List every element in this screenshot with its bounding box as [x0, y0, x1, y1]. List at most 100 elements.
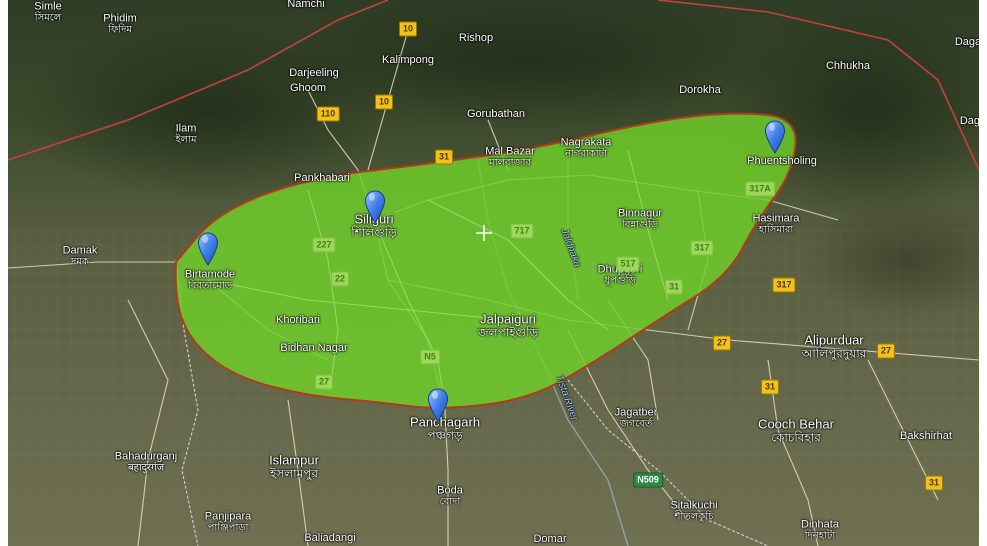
place-name: Ilam [175, 122, 197, 135]
road-shield-r22: 22 [330, 271, 350, 287]
place-native-name: ইসলামপুর [269, 466, 319, 481]
place-name: Birtamode [184, 268, 236, 281]
road-shield-r227: 227 [312, 237, 336, 253]
satellite-base-map [8, 0, 979, 546]
place-native-name: বোদা [439, 496, 461, 508]
place-native-name: শীতলকুচি [674, 511, 714, 523]
place-label-domar: Domar [533, 533, 566, 545]
road-shield-r27c: 27 [314, 374, 334, 390]
place-label-chhukha: Chhukha [826, 60, 870, 72]
place-label-gorubathan: Gorubathan [467, 108, 525, 120]
place-native-name: ইলাম [175, 134, 197, 146]
hill-shading [268, 0, 788, 130]
place-label-baliadangi: Baliadangi [304, 532, 355, 544]
place-label-daga2: Daga [960, 115, 979, 127]
place-native-name: পাঞ্জিপাড়া [207, 522, 249, 534]
place-name: Cooch Behar [758, 416, 834, 432]
place-native-name: নাগরাকাটা [564, 148, 608, 160]
place-name: Baliadangi [304, 532, 356, 544]
place-native-name: আলিপুরদুয়ার [801, 346, 867, 361]
place-native-name: মালবাজার [489, 157, 531, 169]
place-label-kalimpong: Kalimpong [382, 54, 434, 66]
place-native-name: শিলিগুড়ি [351, 225, 397, 240]
place-label-daga1: Daga [955, 36, 979, 48]
place-name: Bakshirhat [900, 430, 952, 442]
place-name: Panchagarh [409, 414, 481, 430]
place-name: Nagrakata [560, 136, 612, 149]
place-label-namchi: Namchi [287, 0, 324, 10]
place-label-ghoom: Ghoom [290, 82, 326, 94]
place-label-bakshirhat: Bakshirhat [900, 430, 952, 442]
place-name: Chhukha [825, 60, 871, 72]
map-pin-icon-birtamode[interactable] [197, 232, 219, 266]
map-pin-icon-phuentsholing[interactable] [764, 120, 786, 154]
place-label-dorokha: Dorokha [679, 84, 721, 96]
map-pin-icon-siliguri[interactable] [364, 190, 386, 224]
place-name: Rishop [458, 32, 494, 44]
road-shield-r317a: 317A [745, 181, 775, 197]
country-border [657, 0, 979, 171]
place-name: Pankhabari [294, 172, 350, 184]
road-shield-r10b: 10 [374, 94, 394, 110]
road-shield-r517: 517 [616, 256, 640, 272]
road-shield-r31b: 31 [664, 279, 684, 295]
hill-shading [798, 200, 979, 320]
place-name: Khoribari [275, 314, 321, 326]
road-shield-r31d: 31 [924, 475, 944, 491]
road-shield-r27a: 27 [712, 335, 732, 351]
crosshair-icon [476, 225, 492, 241]
place-name: Daga [954, 36, 979, 48]
place-name: Mal Bazar [485, 145, 535, 158]
place-name: Kalimpong [382, 54, 434, 66]
road-shield-r110: 110 [316, 106, 340, 122]
place-name: Damak [62, 244, 98, 257]
region-road-overlay [207, 149, 669, 411]
place-name: Alipurduar [804, 332, 864, 348]
place-native-name: দিনহাটা [804, 530, 836, 542]
place-name: Namchi [287, 0, 325, 10]
road-shield-r27b: 27 [876, 343, 896, 359]
place-name: Phidim [103, 12, 137, 25]
place-native-name: হাসিমারা [758, 224, 794, 236]
place-name: Bidhan Nagar [280, 342, 348, 354]
road-shield-r10a: 10 [398, 21, 418, 37]
country-border [8, 0, 389, 161]
place-native-name: দমক [71, 256, 89, 268]
place-name: Gorubathan [466, 108, 526, 120]
place-native-name: জগবের্ত [619, 418, 653, 430]
place-label-rishop: Rishop [459, 32, 493, 44]
place-name: Sitalkuchi [670, 499, 718, 512]
road-shield-rn509: N509 [633, 472, 663, 488]
place-native-name: বিন্নাগুড়ি [622, 219, 658, 231]
road-shield-r317c: 317 [772, 277, 796, 293]
place-name: Dorokha [679, 84, 721, 96]
place-name: Ghoom [289, 82, 327, 94]
place-name: Binnagur [617, 207, 663, 220]
place-name: Daga [959, 115, 979, 127]
place-label-darjeeling: Darjeeling [289, 67, 339, 79]
map-pin-icon-panchagarh[interactable] [427, 388, 449, 422]
road-shield-rn5: N5 [420, 349, 440, 365]
place-name: Panjipara [204, 510, 252, 523]
